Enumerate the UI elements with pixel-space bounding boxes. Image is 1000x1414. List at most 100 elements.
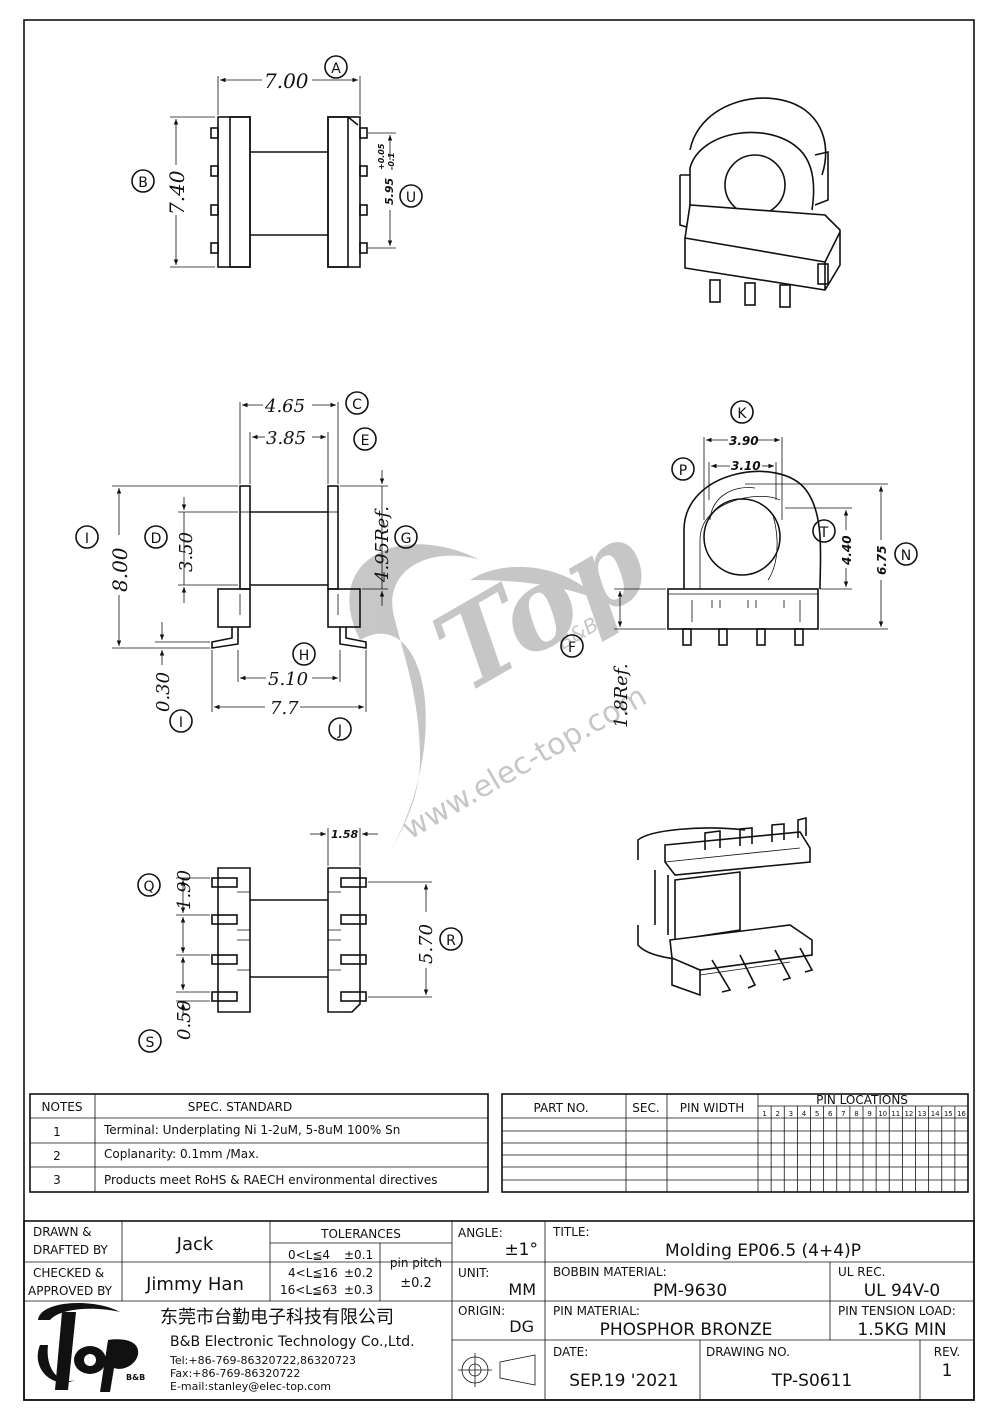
pin-location-number: 14 (931, 1110, 940, 1118)
pin-material-label: PIN MATERIAL: (553, 1304, 640, 1318)
dim-side-g: 4.95Ref. (372, 506, 393, 583)
tol-range-2: 4<L≦16 (288, 1266, 338, 1280)
dim-front-n: 6.75 (875, 545, 889, 575)
notes-table: NOTES SPEC. STANDARD 1 Terminal: Underpl… (29, 1093, 489, 1193)
approved-label: APPROVED BY (28, 1284, 113, 1298)
tol-range-3: 16<L≦63 (280, 1283, 337, 1297)
drawn-value: Jack (176, 1234, 214, 1255)
rev-value: 1 (942, 1361, 953, 1381)
company-logo: B&B (37, 1302, 145, 1392)
spec-header: SPEC. STANDARD (188, 1100, 292, 1114)
rev-label: REV. (934, 1345, 960, 1359)
note-no: 1 (53, 1125, 61, 1139)
title-value: Molding EP06.5 (4+4)P (665, 1241, 861, 1261)
side-view: 4.65 3.85 8.00 3.50 4.95Ref. 5.10 (108, 396, 393, 719)
tol-value-3: ±0.3 (344, 1283, 373, 1297)
dim-bottom-w: 1.58 (331, 828, 358, 841)
dim-bottom-s: 0.50 (174, 1000, 195, 1040)
callout-labels: A B U C E I D G H I J K P T N F Q R S (75, 55, 918, 1053)
pin-location-number: 3 (789, 1110, 793, 1118)
tol-value-2: ±0.2 (344, 1266, 373, 1280)
drafted-label: DRAFTED BY (33, 1243, 109, 1257)
label-h: H (299, 648, 310, 664)
projection-symbol-icon (458, 1353, 536, 1387)
title-block: DRAWN & DRAFTED BY Jack CHECKED & APPROV… (23, 1220, 975, 1401)
dim-bottom-r: 5.70 (416, 924, 437, 964)
label-c: C (352, 397, 362, 413)
origin-value: DG (509, 1317, 534, 1336)
note-text: Products meet RoHS & RAECH environmental… (104, 1173, 438, 1187)
label-e: E (361, 433, 370, 449)
origin-label: ORIGIN: (458, 1304, 505, 1318)
pin-location-number: 16 (957, 1110, 966, 1118)
tolerances-label: TOLERANCES (320, 1227, 401, 1241)
note-no: 2 (53, 1149, 61, 1163)
dim-front-k: 3.90 (729, 434, 759, 448)
sec-header: SEC. (632, 1101, 659, 1115)
dim-top-width: 7.00 (264, 69, 309, 93)
company-name-cn: 东莞市台勤电子科技有限公司 (160, 1307, 394, 1328)
tension-label: PIN TENSION LOAD: (838, 1304, 956, 1318)
drawing-no-label: DRAWING NO. (706, 1345, 790, 1359)
dim-side-e: 3.85 (266, 428, 306, 449)
angle-value: ±1° (504, 1240, 538, 1260)
label-j: J (337, 723, 342, 739)
unit-value: MM (508, 1280, 536, 1299)
iso-view-top (679, 97, 841, 308)
label-n: N (901, 548, 911, 564)
label-b: B (138, 175, 148, 191)
pin-location-number: 8 (854, 1110, 858, 1118)
label-a: A (331, 61, 341, 77)
pin-location-number: 9 (867, 1110, 871, 1118)
note-no: 3 (53, 1173, 61, 1187)
dim-side-i: 8.00 (108, 547, 132, 592)
pin-location-number: 6 (828, 1110, 833, 1118)
angle-label: ANGLE: (458, 1226, 503, 1240)
dim-top-pin: 5.95 (383, 178, 396, 205)
pin-pitch-label: pin pitch (390, 1256, 442, 1270)
pin-location-number: 12 (904, 1110, 913, 1118)
ul-value: UL 94V-0 (864, 1281, 941, 1301)
pin-location-number: 15 (944, 1110, 953, 1118)
company-tel: Tel:+86-769-86320722,86320723 (169, 1354, 356, 1367)
pin-location-number: 5 (815, 1110, 819, 1118)
company-name-en: B&B Electronic Technology Co.,Ltd. (170, 1334, 415, 1350)
dim-front-p: 3.10 (731, 459, 761, 473)
watermark-logo-arc (470, 566, 600, 600)
notes-header: NOTES (42, 1100, 83, 1114)
tol-value-1: ±0.1 (344, 1248, 373, 1262)
label-d: D (151, 531, 162, 547)
dim-side-d: 3.50 (176, 532, 197, 572)
label-u: U (406, 190, 416, 206)
bobbin-value: PM-9630 (653, 1281, 727, 1301)
bobbin-label: BOBBIN MATERIAL: (553, 1265, 667, 1279)
title-label: TITLE: (552, 1225, 590, 1239)
label-f: F (568, 640, 576, 656)
pin-location-number: 4 (802, 1110, 807, 1118)
pin-location-number: 13 (918, 1110, 927, 1118)
pin-location-number: 10 (878, 1110, 887, 1118)
company-fax: Fax:+86-769-86320722 (170, 1367, 300, 1380)
dim-top-pin-tol-minus: -0.1 (387, 153, 396, 171)
pin-location-number: 7 (841, 1110, 845, 1118)
label-i2: I (179, 715, 183, 731)
top-view: 7.00 7.40 5.95 +0.05 -0.1 (165, 69, 396, 268)
checked-value: Jimmy Han (145, 1274, 244, 1295)
drawing-no-value: TP-S0611 (771, 1371, 852, 1391)
date-label: DATE: (553, 1345, 588, 1359)
unit-label: UNIT: (458, 1266, 489, 1280)
part-no-header: PART NO. (533, 1101, 588, 1115)
front-view: 3.90 3.10 4.40 6.75 1.8Ref. (611, 434, 889, 728)
pin-width-header: PIN WIDTH (680, 1101, 745, 1115)
label-g: G (401, 531, 412, 547)
pin-material-value: PHOSPHOR BRONZE (600, 1320, 773, 1340)
dim-side-j: 7.7 (270, 698, 299, 719)
note-text: Terminal: Underplating Ni 1-2uM, 5-8uM 1… (103, 1123, 400, 1137)
label-s: S (146, 1035, 155, 1051)
label-q: Q (143, 879, 154, 895)
dim-top-height: 7.40 (165, 170, 189, 215)
tension-value: 1.5KG MIN (857, 1320, 946, 1340)
dim-side-h: 5.10 (268, 669, 308, 690)
